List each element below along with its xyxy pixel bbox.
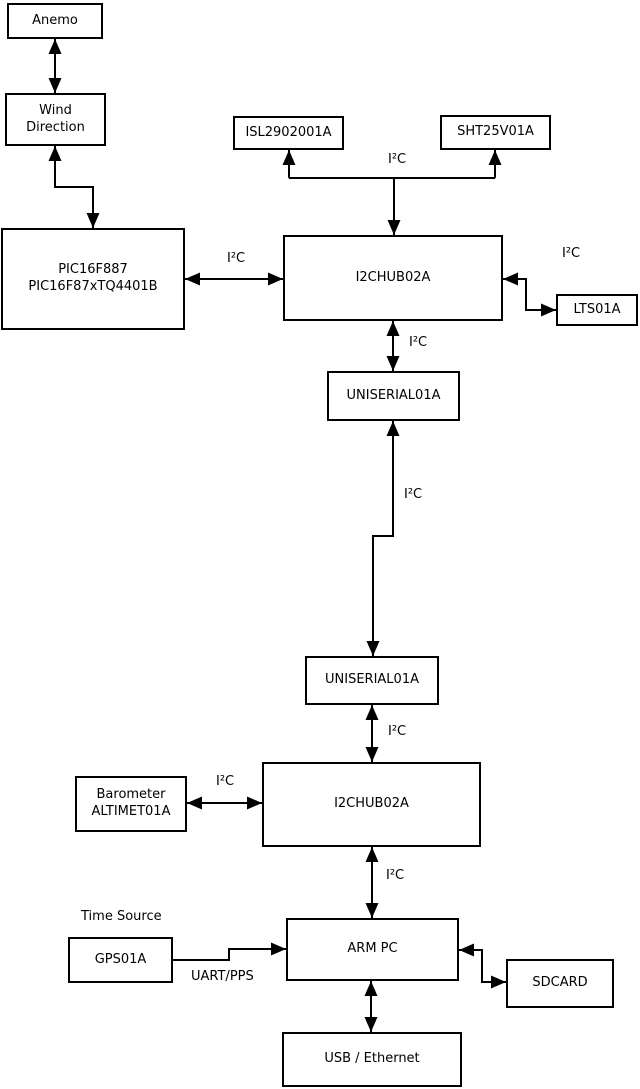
node-lts: LTS01A bbox=[556, 294, 638, 326]
node-isl: ISL2902001A bbox=[233, 116, 344, 150]
arrowhead bbox=[364, 981, 378, 996]
label-i2c-hub1-lts: I²C bbox=[562, 246, 581, 261]
node-anemo: Anemo bbox=[7, 3, 103, 39]
edge-uniserial-1-to-uniserial-2 bbox=[372, 421, 394, 656]
arrowhead bbox=[364, 1017, 378, 1032]
arrowhead bbox=[187, 796, 202, 810]
node-label: USB / Ethernet bbox=[324, 1051, 420, 1067]
edge-gps-to-arm-pc bbox=[173, 948, 286, 961]
label-i2c-uniserial-link: I²C bbox=[404, 487, 423, 502]
arrowhead bbox=[541, 303, 556, 317]
arrowhead bbox=[48, 146, 62, 161]
arrowhead bbox=[48, 39, 62, 54]
arrowhead bbox=[503, 272, 518, 286]
label-i2c-hub2-armpc: I²C bbox=[386, 868, 405, 883]
node-uniserial-1: UNISERIAL01A bbox=[327, 371, 460, 421]
label-i2c-barometer-hub2: I²C bbox=[216, 774, 235, 789]
node-label: UNISERIAL01A bbox=[325, 672, 419, 688]
arrowhead bbox=[386, 321, 400, 336]
node-label: I2CHUB02A bbox=[355, 269, 431, 285]
arrowhead bbox=[365, 747, 379, 762]
node-label: LTS01A bbox=[573, 301, 621, 317]
arrowhead bbox=[459, 943, 474, 957]
label-time-source: Time Source bbox=[81, 909, 162, 924]
node-label: UNISERIAL01A bbox=[346, 387, 441, 403]
edge-wind-direction-to-pic bbox=[54, 146, 94, 228]
label-i2c-hub1-uniserial1: I²C bbox=[409, 335, 428, 350]
node-wind-direction: Wind Direction bbox=[5, 93, 106, 146]
node-arm-pc: ARM PC bbox=[286, 918, 459, 981]
arrowhead bbox=[491, 975, 506, 989]
node-sdcard: SDCARD bbox=[506, 959, 614, 1008]
node-uniserial-2: UNISERIAL01A bbox=[305, 656, 439, 705]
arrowhead bbox=[488, 150, 502, 165]
label-i2c-uniserial2-hub2: I²C bbox=[388, 724, 407, 739]
label-uart-pps: UART/PPS bbox=[191, 969, 254, 984]
arrowhead bbox=[366, 641, 380, 656]
arrowhead bbox=[247, 796, 262, 810]
arrowhead bbox=[365, 847, 379, 862]
node-i2chub-1: I2CHUB02A bbox=[283, 235, 503, 321]
node-sht: SHT25V01A bbox=[440, 115, 551, 150]
arrowhead bbox=[365, 903, 379, 918]
arrowhead bbox=[86, 213, 100, 228]
node-label: SDCARD bbox=[532, 975, 588, 991]
node-label: SHT25V01A bbox=[457, 124, 534, 140]
node-label: Wind Direction bbox=[26, 102, 85, 135]
arrowhead bbox=[386, 421, 400, 436]
edge-arm-pc-to-sdcard bbox=[459, 949, 506, 983]
label-i2c-bus-top: I²C bbox=[388, 152, 407, 167]
arrowhead bbox=[271, 942, 286, 956]
node-label: I2CHUB02A bbox=[334, 796, 409, 812]
node-label: ISL2902001A bbox=[245, 124, 332, 140]
node-barometer: Barometer ALTIMET01A bbox=[75, 776, 187, 832]
arrowhead bbox=[268, 272, 283, 286]
node-label: ARM PC bbox=[347, 941, 398, 957]
arrowhead bbox=[365, 705, 379, 720]
node-pic: PIC16F887 PIC16F87xTQ4401B bbox=[1, 228, 185, 330]
node-label: Barometer ALTIMET01A bbox=[91, 787, 171, 819]
arrowhead bbox=[387, 220, 401, 235]
arrowhead bbox=[48, 78, 62, 93]
node-label: Anemo bbox=[32, 12, 78, 28]
node-i2chub-2: I2CHUB02A bbox=[262, 762, 481, 847]
arrowhead bbox=[185, 272, 200, 286]
arrowhead bbox=[386, 356, 400, 371]
edge-i2chub-1-to-lts bbox=[503, 278, 556, 311]
node-gps: GPS01A bbox=[68, 937, 173, 983]
label-i2c-pic-hub1: I²C bbox=[227, 251, 246, 266]
node-label: PIC16F887 PIC16F87xTQ4401B bbox=[28, 262, 158, 294]
node-label: GPS01A bbox=[94, 951, 147, 967]
node-usb-ethernet: USB / Ethernet bbox=[282, 1032, 462, 1087]
arrowhead bbox=[282, 150, 296, 165]
